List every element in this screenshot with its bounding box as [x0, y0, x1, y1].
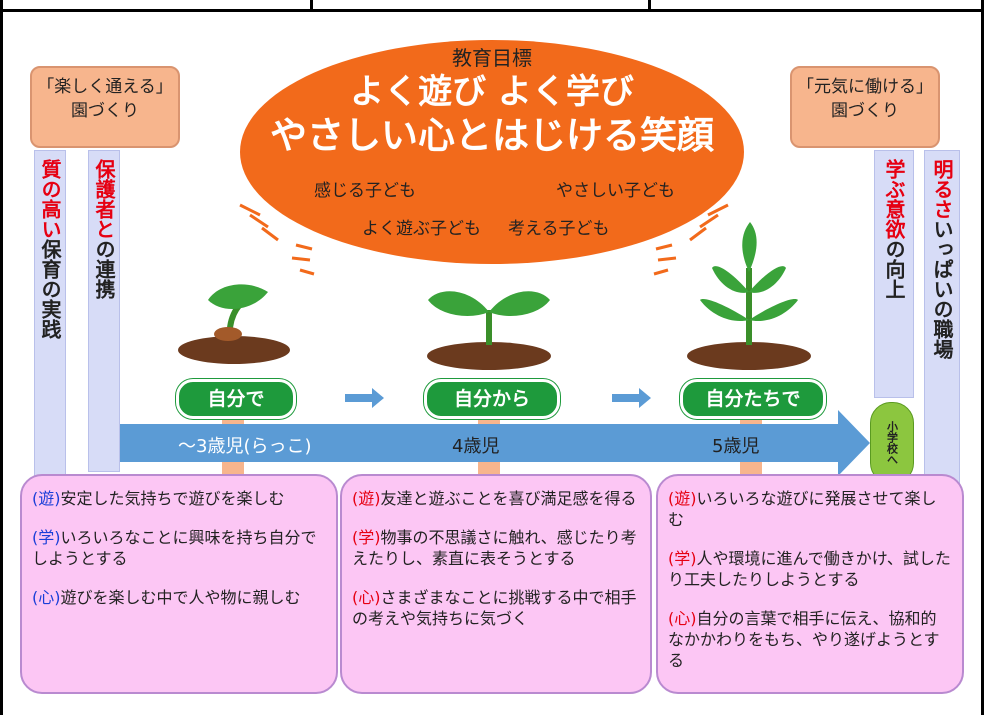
divider [648, 0, 651, 12]
card-age4: (遊)友達と遊ぶことを喜び満足感を得る (学)物事の不思議さに触れ、感じたり考え… [340, 474, 652, 694]
school-label: 小学校へ [885, 421, 899, 465]
trait-feel: 感じる子ども [314, 181, 416, 201]
item-text: 安定した気持ちで遊びを楽しむ [60, 489, 285, 508]
col-red: 質の高い [38, 159, 62, 239]
card-age3: (遊)安定した気持ちで遊びを楽しむ (学)いろいろなことに興味を持ち自分でしよう… [20, 474, 338, 694]
item-text: 遊びを楽しむ中で人や物に親しむ [60, 588, 301, 607]
stage-self: 自分で [176, 379, 296, 419]
timeline-arrow [118, 410, 870, 476]
right-box-line1: 「元気に働ける」 [797, 77, 933, 97]
stage-together: 自分たちで [680, 379, 826, 419]
card-item: (学)物事の不思議さに触れ、感じたり考えたりし、素直に表そうとする [352, 527, 640, 569]
age-3: ～3歳児(らっこ) [178, 436, 312, 457]
tag-heart: (心) [352, 588, 381, 607]
card-item: (学)人や環境に進んで働きかけ、試したり工夫したりしようとする [668, 548, 952, 590]
col-red: 保護者と [92, 159, 116, 239]
goal-content: 教育目標 よく遊び よく学び やさしい心とはじける笑顔 感じる子ども やさしい子… [240, 0, 744, 280]
col-text: 保育の実践 [38, 239, 62, 339]
seedling-icon [428, 291, 550, 345]
tag-play: (遊) [352, 489, 381, 508]
right-box: 「元気に働ける」 園づくり [790, 66, 940, 148]
item-text: 自分の言葉で相手に伝え、協和的なかかわりをもち、やり遂げようとする [668, 609, 940, 670]
col-text: の連携 [92, 239, 116, 299]
left-box-line1: 「楽しく通える」 [37, 77, 173, 97]
age-5: 5歳児 [712, 436, 760, 457]
top-border [0, 0, 984, 12]
card-item: (心)自分の言葉で相手に伝え、協和的なかかわりをもち、やり遂げようとする [668, 608, 952, 671]
tag-heart: (心) [32, 588, 61, 607]
trait-kind: やさしい子ども [556, 181, 675, 201]
right-column-learning: 学ぶ意欲 の向上 [874, 150, 914, 398]
trait-play: よく遊ぶ子ども [362, 219, 481, 239]
card-age5: (遊)いろいろな遊びに発展させて楽しむ (学)人や環境に進んで働きかけ、試したり… [656, 474, 964, 694]
school-badge: 小学校へ [870, 402, 914, 484]
card-item: (学)いろいろなことに興味を持ち自分でしようとする [32, 527, 326, 569]
tag-play: (遊) [668, 489, 697, 508]
card-item: (心)遊びを楽しむ中で人や物に親しむ [32, 587, 326, 608]
sprout-icon [208, 284, 268, 341]
young-plant-icon [700, 222, 798, 345]
col-red: 学ぶ意欲 [882, 159, 906, 239]
tag-learn: (学) [32, 528, 61, 547]
motion-lines [239, 203, 729, 276]
item-text: 友達と遊ぶことを喜び満足感を得る [380, 489, 637, 508]
tag-learn: (学) [352, 528, 381, 547]
goal-line2: やさしい心とはじける笑顔 [270, 114, 714, 157]
item-text: さまざまなことに挑戦する中で相手の考えや気持ちに気づく [352, 588, 637, 628]
left-box: 「楽しく通える」 園づくり [30, 66, 180, 148]
tag-play: (遊) [32, 489, 61, 508]
soil-icon [178, 336, 290, 364]
card-item: (心)さまざまなことに挑戦する中で相手の考えや気持ちに気づく [352, 587, 640, 629]
goal-label: 教育目標 [452, 46, 532, 70]
card-item: (遊)いろいろな遊びに発展させて楽しむ [668, 488, 952, 530]
left-column-quality: 質の高い 保育の実践 [34, 150, 66, 490]
trait-think: 考える子ども [508, 219, 610, 239]
col-red: 明るさ [930, 159, 954, 219]
soil-icon [687, 342, 811, 370]
card-item: (遊)友達と遊ぶことを喜び満足感を得る [352, 488, 640, 509]
item-text: いろいろな遊びに発展させて楽しむ [668, 489, 937, 529]
goal-line1: よく遊び よく学び [350, 72, 634, 112]
item-text: 人や環境に進んで働きかけ、試したり工夫したりしようとする [668, 549, 951, 589]
arrow-icon [345, 388, 384, 408]
left-box-line2: 園づくり [71, 101, 139, 121]
divider [310, 0, 313, 12]
col-text: いっぱいの職場 [930, 219, 954, 359]
soil-icon [427, 342, 551, 370]
left-column-parents: 保護者と の連携 [88, 150, 120, 472]
tag-heart: (心) [668, 609, 697, 628]
col-text: の向上 [882, 239, 906, 299]
item-text: いろいろなことに興味を持ち自分でしようとする [32, 528, 317, 568]
card-item: (遊)安定した気持ちで遊びを楽しむ [32, 488, 326, 509]
right-column-workplace: 明るさ いっぱいの職場 [924, 150, 960, 486]
tag-learn: (学) [668, 549, 697, 568]
arrow-icon [612, 388, 651, 408]
stage-own: 自分から [424, 379, 560, 419]
item-text: 物事の不思議さに触れ、感じたり考えたりし、素直に表そうとする [352, 528, 637, 568]
right-box-line2: 園づくり [831, 101, 899, 121]
age-4: 4歳児 [452, 436, 500, 457]
